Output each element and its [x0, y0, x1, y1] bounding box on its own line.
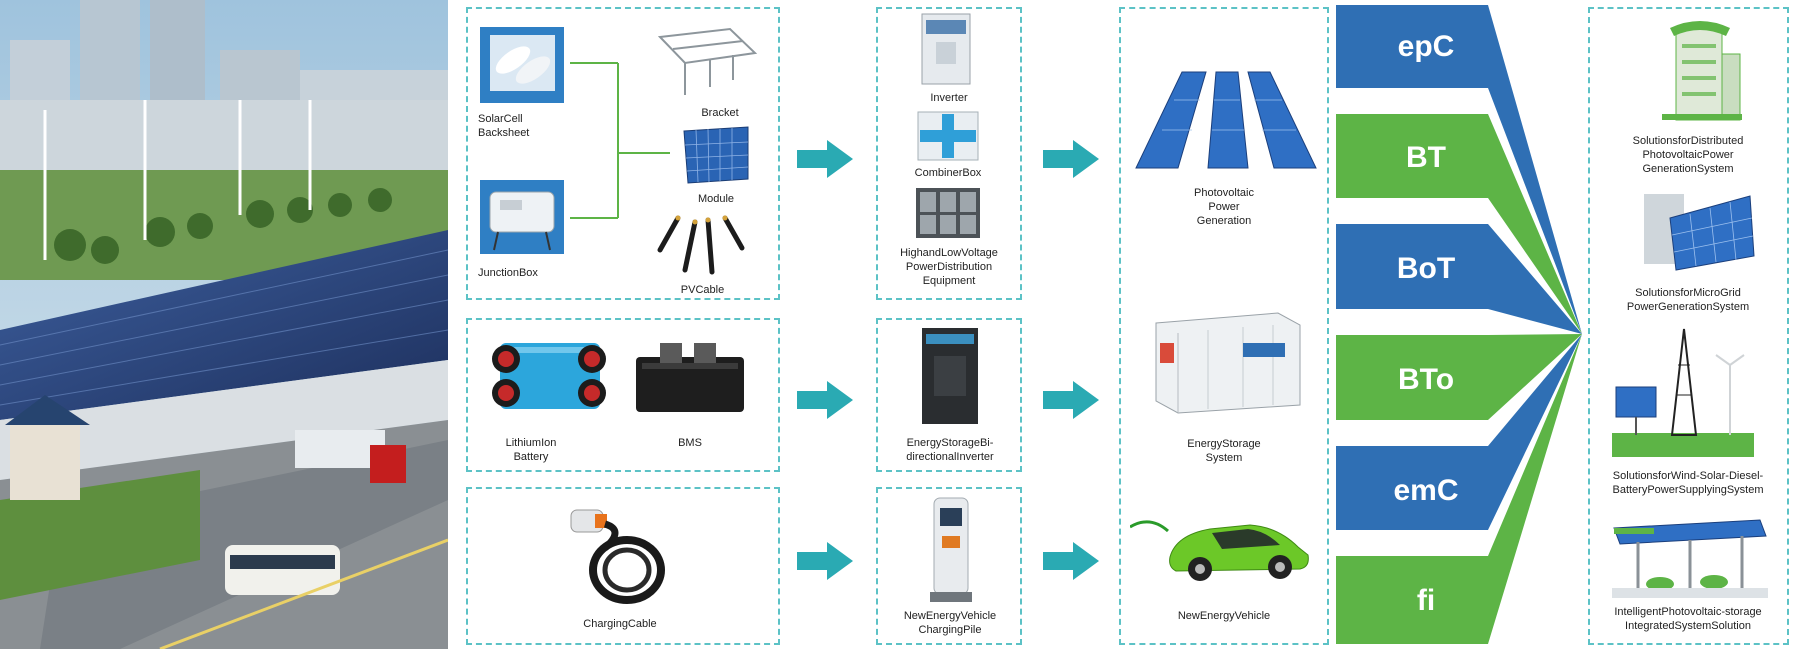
bracket-icon	[657, 27, 758, 95]
model-emc: emC	[1393, 474, 1458, 507]
charging-pile-icon	[930, 497, 972, 602]
charging-components-box	[466, 487, 780, 645]
distribution-equipment-icon	[916, 188, 980, 238]
combiner-box-label: CombinerBox	[914, 167, 982, 179]
distribution-equipment-label: HighandLowVoltage PowerDistribution Equi…	[900, 247, 998, 287]
bracket-label: Bracket	[701, 107, 739, 119]
bms-label: BMS	[678, 437, 702, 449]
arrow-pv-equipment	[1043, 140, 1099, 178]
junction-box-label: JunctionBox	[478, 267, 538, 279]
solar-city-scene-image	[0, 0, 448, 649]
pv-storage-carport-icon	[1612, 519, 1768, 598]
ribbon-epc	[1336, 5, 1582, 334]
solar-cell-backsheet-label: SolarCell Backsheet	[478, 113, 530, 139]
component-connector-lines	[570, 62, 670, 219]
microgrid-solution-label: SolutionsforMicroGrid PowerGenerationSys…	[1626, 287, 1750, 313]
ribbon-emc	[1336, 334, 1582, 530]
electric-car-icon	[1130, 520, 1309, 581]
storage-inverter-label: EnergyStorageBi- directionalInverter	[906, 437, 994, 463]
arrow-storage-components	[797, 381, 853, 419]
pv-storage-solution-label: IntelligentPhotovoltaic-storage Integrat…	[1614, 606, 1762, 632]
model-epc: epC	[1398, 30, 1455, 63]
model-bto: BTo	[1398, 363, 1454, 396]
solutions-box	[1588, 7, 1789, 645]
pv-cable-label: PVCable	[680, 284, 725, 296]
junction-box-icon	[480, 180, 564, 254]
systems-box	[1119, 7, 1329, 645]
combiner-box-icon	[917, 111, 979, 161]
distributed-solution-label: SolutionsforDistributed PhotovoltaicPowe…	[1632, 135, 1744, 175]
wind-solar-tower-icon	[1612, 328, 1754, 457]
inverter-icon	[921, 13, 971, 85]
wind-solar-solution-label: SolutionsforWind-Solar-Diesel- BatteryPo…	[1612, 470, 1764, 496]
pv-generation-label: Photovoltaic Power Generation	[1194, 187, 1254, 227]
pv-panel-array-icon	[1135, 71, 1317, 169]
ribbon-bt	[1336, 114, 1582, 334]
module-icon	[683, 126, 749, 184]
pv-components-box	[466, 7, 780, 300]
ribbon-bot	[1336, 224, 1582, 334]
lithium-ion-battery-icon	[492, 343, 606, 409]
model-fi: fi	[1417, 584, 1435, 617]
ev-label: NewEnergyVehicle	[1177, 610, 1271, 622]
arrow-pv-components	[797, 140, 853, 178]
arrow-charging-equipment	[1043, 542, 1099, 580]
ribbon-fi	[1336, 334, 1582, 644]
inverter-label: Inverter	[930, 92, 968, 104]
charging-cable-label: ChargingCable	[583, 618, 657, 630]
arrow-charging-components	[797, 542, 853, 580]
charging-cable-icon	[570, 509, 665, 604]
energy-storage-container-icon	[1155, 312, 1301, 414]
module-label: Module	[697, 193, 735, 205]
ribbon-bto	[1336, 334, 1582, 420]
business-model-ribbons: epC BT BoT BTo emC fi	[1336, 5, 1582, 644]
bms-icon	[636, 343, 744, 412]
energy-storage-label: EnergyStorage System	[1187, 438, 1261, 464]
storage-equipment-box	[876, 318, 1022, 472]
microgrid-panels-icon	[1644, 194, 1755, 271]
charging-pile-label: NewEnergyVehicle ChargingPile	[903, 610, 997, 636]
solar-cell-backsheet-icon	[480, 27, 564, 103]
storage-inverter-icon	[922, 328, 978, 424]
pv-cable-icon	[657, 215, 745, 275]
pv-equipment-box	[876, 7, 1022, 300]
model-bot: BoT	[1397, 252, 1455, 285]
storage-components-box	[466, 318, 780, 472]
arrow-storage-equipment	[1043, 381, 1099, 419]
charging-equipment-box	[876, 487, 1022, 645]
green-building-icon	[1662, 21, 1742, 121]
lithium-ion-battery-label: LithiumIon Battery	[505, 437, 557, 463]
model-bt: BT	[1406, 141, 1446, 174]
